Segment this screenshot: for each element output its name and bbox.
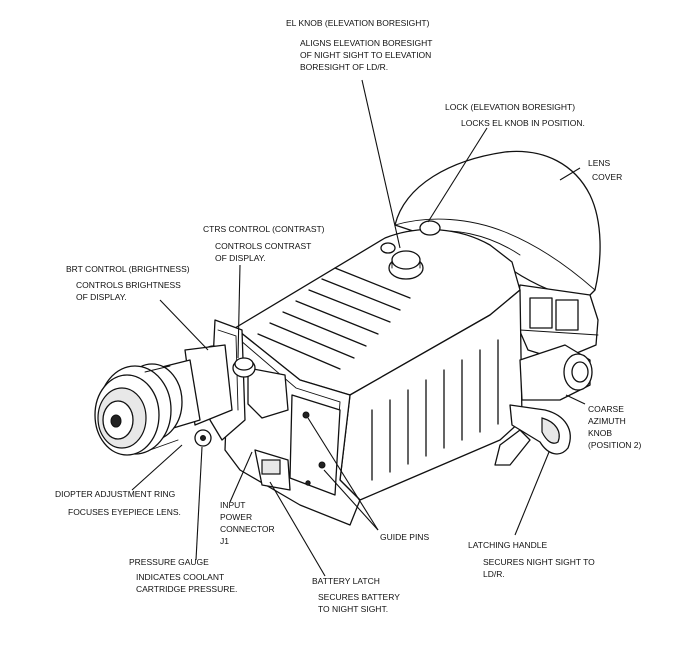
input-power-line-3: CONNECTOR (220, 524, 275, 534)
guide-pin-plate (289, 394, 341, 496)
input-power-connector (247, 367, 289, 419)
input-power-line-1: INPUT (220, 500, 246, 510)
coarse-azimuth-knob (519, 344, 593, 401)
callout-pressure-gauge: PRESSURE GAUGE INDICATES COOLANT CARTRID… (129, 557, 237, 594)
lock-desc-1: LOCKS EL KNOB IN POSITION. (461, 118, 585, 128)
guide-pins-title: GUIDE PINS (380, 532, 429, 542)
input-power-line-4: J1 (220, 536, 229, 546)
lens-cover-line-1: LENS (588, 158, 611, 168)
diopter-title: DIOPTER ADJUSTMENT RING (55, 489, 175, 499)
callout-lens-cover: LENS COVER (588, 158, 622, 182)
el-knob (388, 250, 424, 280)
input-power-line-2: POWER (220, 512, 252, 522)
coarse-line-3: KNOB (588, 428, 612, 438)
callout-el-knob: EL KNOB (ELEVATION BORESIGHT) ALIGNS ELE… (286, 18, 432, 72)
coarse-line-1: COARSE (588, 404, 624, 414)
el-knob-desc-2: OF NIGHT SIGHT TO ELEVATION (300, 50, 431, 60)
ctrs-title: CTRS CONTROL (CONTRAST) (203, 224, 325, 234)
el-knob-desc-1: ALIGNS ELEVATION BORESIGHT (300, 38, 432, 48)
battery-title: BATTERY LATCH (312, 576, 380, 586)
eyepiece (94, 344, 233, 456)
pressure-gauge (194, 429, 212, 447)
battery-desc-2: TO NIGHT SIGHT. (318, 604, 388, 614)
callout-guide-pins: GUIDE PINS (380, 532, 429, 542)
lock-title: LOCK (ELEVATION BORESIGHT) (445, 102, 575, 112)
latching-title: LATCHING HANDLE (468, 540, 548, 550)
pressure-desc-2: CARTRIDGE PRESSURE. (136, 584, 237, 594)
brt-desc-2: OF DISPLAY. (76, 292, 127, 302)
callout-battery-latch: BATTERY LATCH SECURES BATTERY TO NIGHT S… (312, 576, 400, 614)
callout-coarse-azimuth: COARSE AZIMUTH KNOB (POSITION 2) (588, 404, 642, 450)
latching-desc-2: LD/R. (483, 569, 505, 579)
ctrs-desc-2: OF DISPLAY. (215, 253, 266, 263)
el-lock (380, 220, 441, 254)
pressure-desc-1: INDICATES COOLANT (136, 572, 224, 582)
diopter-desc-1: FOCUSES EYEPIECE LENS. (68, 507, 181, 517)
brt-title: BRT CONTROL (BRIGHTNESS) (66, 264, 190, 274)
callout-input-power: INPUT POWER CONNECTOR J1 (220, 500, 275, 546)
ctrs-knob (232, 357, 256, 378)
coarse-line-4: (POSITION 2) (588, 440, 642, 450)
callout-brt-control: BRT CONTROL (BRIGHTNESS) CONTROLS BRIGHT… (66, 264, 190, 302)
coarse-line-2: AZIMUTH (588, 416, 626, 426)
latching-desc-1: SECURES NIGHT SIGHT TO (483, 557, 595, 567)
guide-pin-upper (302, 411, 310, 419)
callout-latching-handle: LATCHING HANDLE SECURES NIGHT SIGHT TO L… (468, 540, 595, 579)
callout-lock: LOCK (ELEVATION BORESIGHT) LOCKS EL KNOB… (445, 102, 585, 128)
night-sight-illustration (94, 150, 601, 526)
leader-lines (131, 79, 586, 577)
callout-ctrs-control: CTRS CONTROL (CONTRAST) CONTROLS CONTRAS… (203, 224, 325, 263)
battery-desc-1: SECURES BATTERY (318, 592, 400, 602)
cooling-ribs-side (371, 339, 499, 481)
ctrs-desc-1: CONTROLS CONTRAST (215, 241, 311, 251)
cooling-slots-top (257, 267, 411, 370)
callout-diopter: DIOPTER ADJUSTMENT RING FOCUSES EYEPIECE… (55, 489, 181, 517)
brt-desc-1: CONTROLS BRIGHTNESS (76, 280, 181, 290)
el-knob-title: EL KNOB (ELEVATION BORESIGHT) (286, 18, 430, 28)
lens-cover-line-2: COVER (592, 172, 622, 182)
guide-pin-lower (318, 461, 326, 469)
el-knob-desc-3: BORESIGHT OF LD/R. (300, 62, 388, 72)
pressure-title: PRESSURE GAUGE (129, 557, 209, 567)
